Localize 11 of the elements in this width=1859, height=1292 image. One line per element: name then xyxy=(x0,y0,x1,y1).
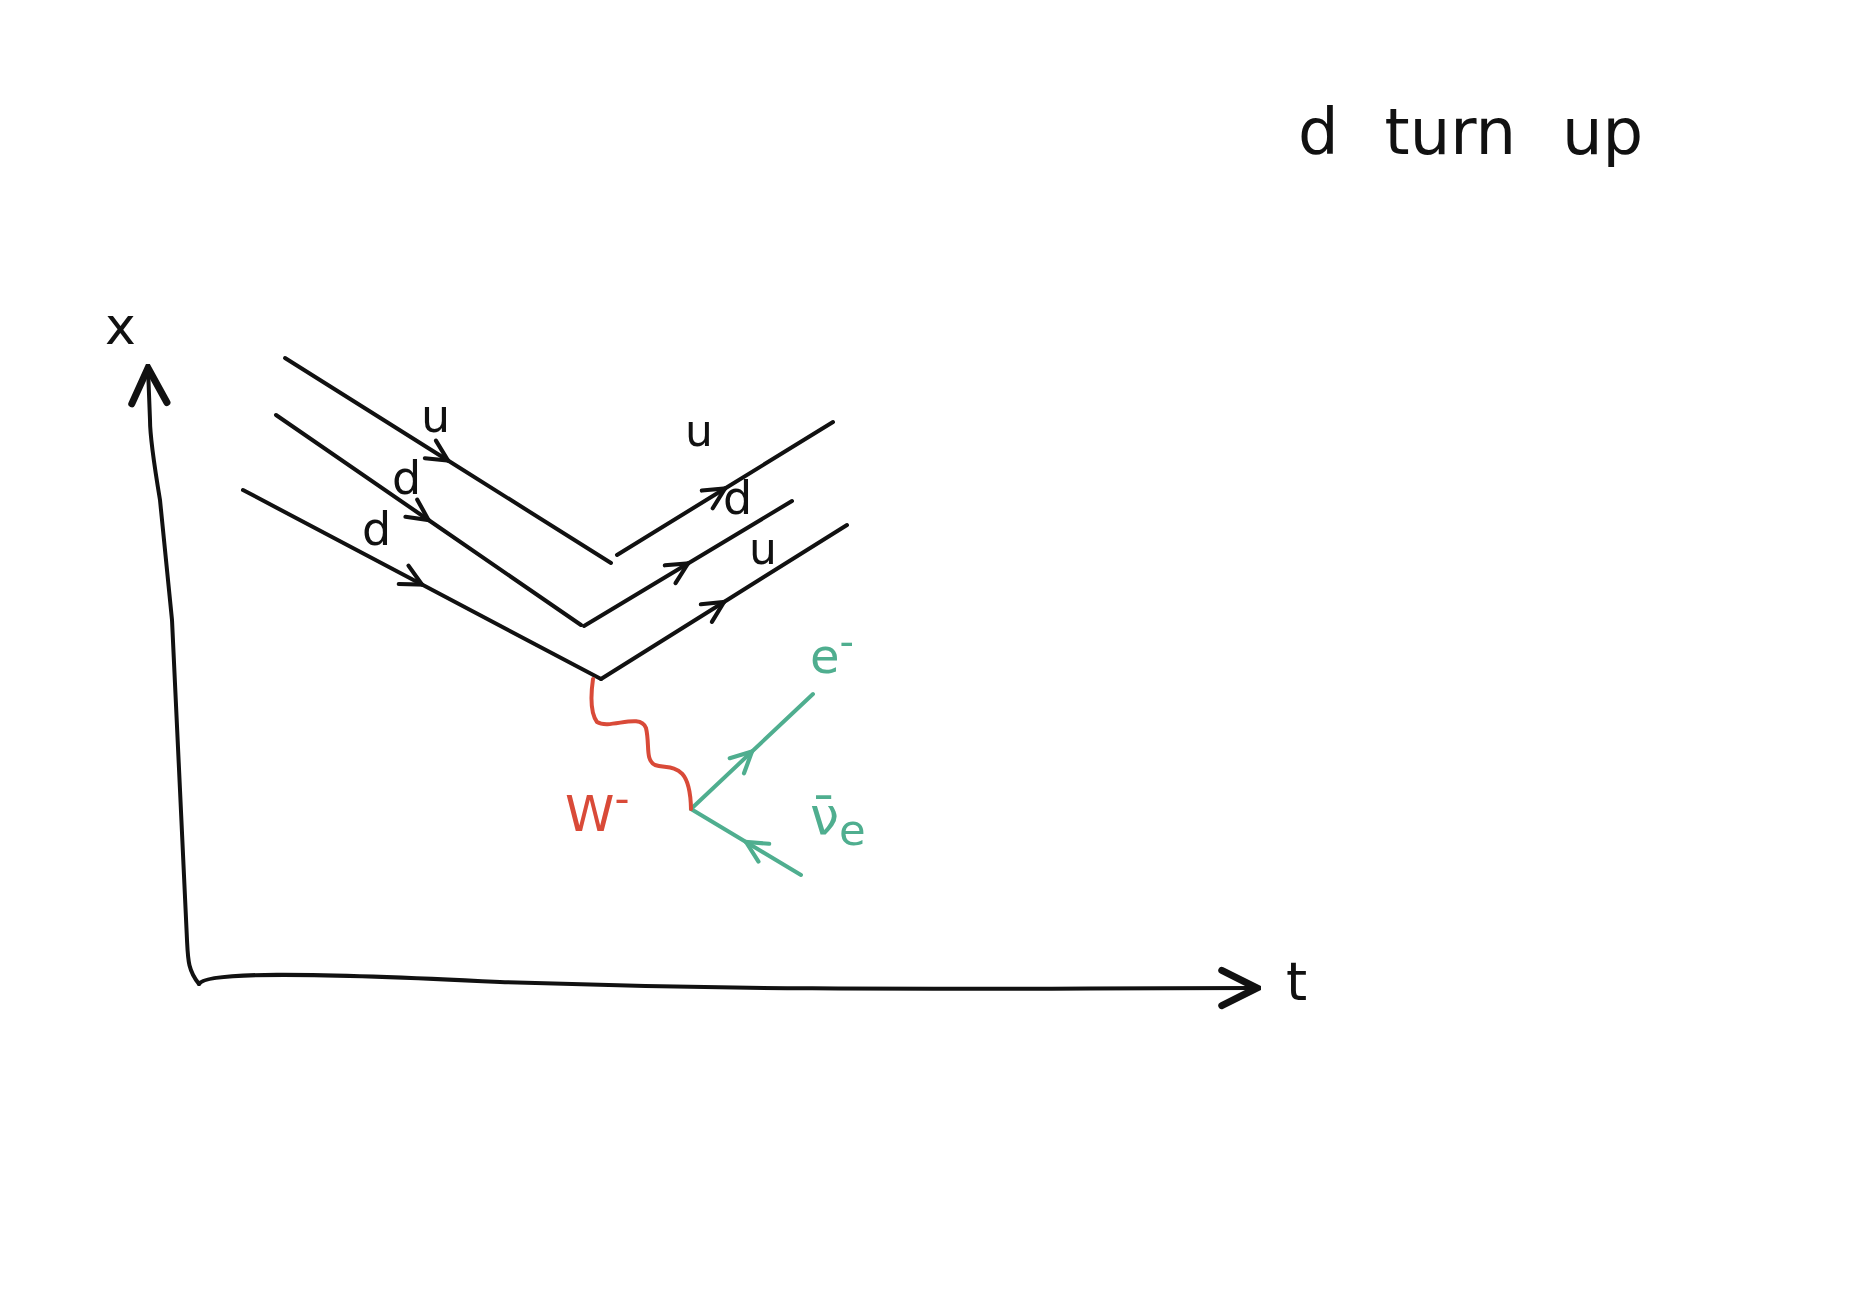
particle-label: u xyxy=(685,409,713,453)
particle-label: e$^{-}$ xyxy=(810,622,854,680)
particle-label: ν̄$_{e}$ xyxy=(810,790,866,853)
particle-label: d xyxy=(723,475,753,521)
particle-label: d xyxy=(392,455,422,501)
axis-label: x xyxy=(105,300,136,352)
axis-label: t xyxy=(1286,955,1308,1009)
particle-label: u xyxy=(421,393,451,439)
particle-label: d xyxy=(362,506,392,552)
particle-label: W$^{-}$ xyxy=(565,778,630,839)
particle-label: u xyxy=(749,527,777,571)
